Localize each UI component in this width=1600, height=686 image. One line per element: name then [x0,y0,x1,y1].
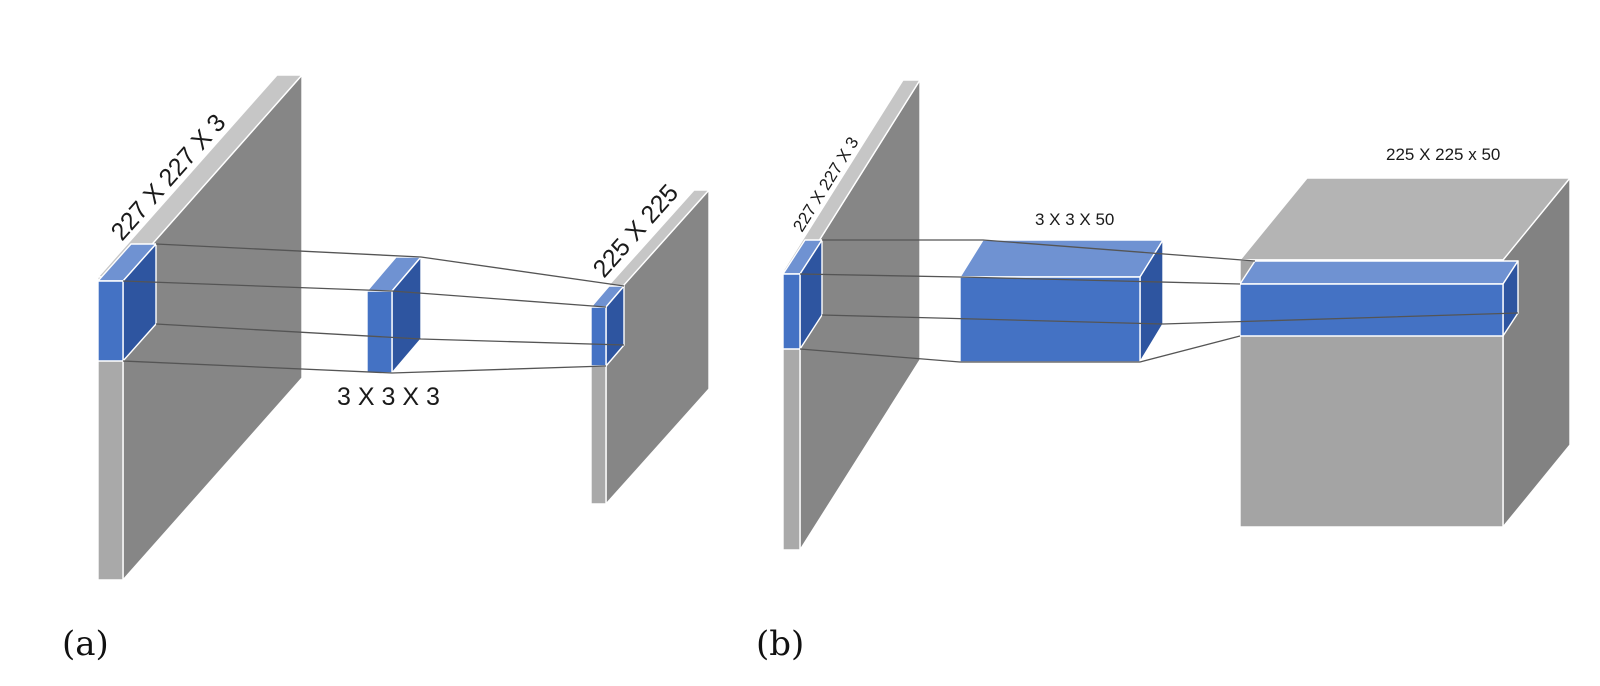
panel-a-output-map [590,189,710,505]
panel-b: 227 X 227 X 3 3 X 3 X 50 225 X 225 x 50 … [756,79,1571,664]
panel-a-connector-line [122,280,607,308]
panel-b-connector-line [799,335,1241,363]
panel-a-kernel-front [366,290,393,374]
panel-a-output-patch-front [590,306,607,367]
panel-b-caption: (b) [756,624,804,664]
panel-a-caption: (a) [62,624,109,664]
panel-b-connector-lines [799,239,1519,363]
panel-b-output-slab-top [1239,260,1519,285]
panel-b-input-patch-front [782,273,801,350]
panel-a-connector-line [155,243,625,287]
panel-b-output-slab-front [1239,283,1504,337]
panel-a-connector-line [122,360,607,374]
panel-a-kernel-label: 3 X 3 X 3 [337,383,440,411]
panel-a: 227 X 227 X 3 3 X 3 X 3 225 X 225 (a) [62,74,710,664]
panel-b-kernel-label: 3 X 3 X 50 [1035,210,1114,229]
panel-b-output-label: 225 X 225 x 50 [1386,145,1500,164]
panel-b-connector-line [799,273,1241,285]
panel-a-kernel-cube [366,256,422,374]
panel-b-output-volume [1239,177,1571,528]
panel-b-input-volume [782,79,921,551]
panel-b-kernel-block [959,239,1164,363]
panel-a-input-patch-front [97,280,124,362]
panel-a-connector-lines [122,243,625,374]
panel-b-connector-line [822,239,1256,262]
panel-a-connector-line [155,323,625,346]
panel-b-connector-line [821,312,1519,325]
